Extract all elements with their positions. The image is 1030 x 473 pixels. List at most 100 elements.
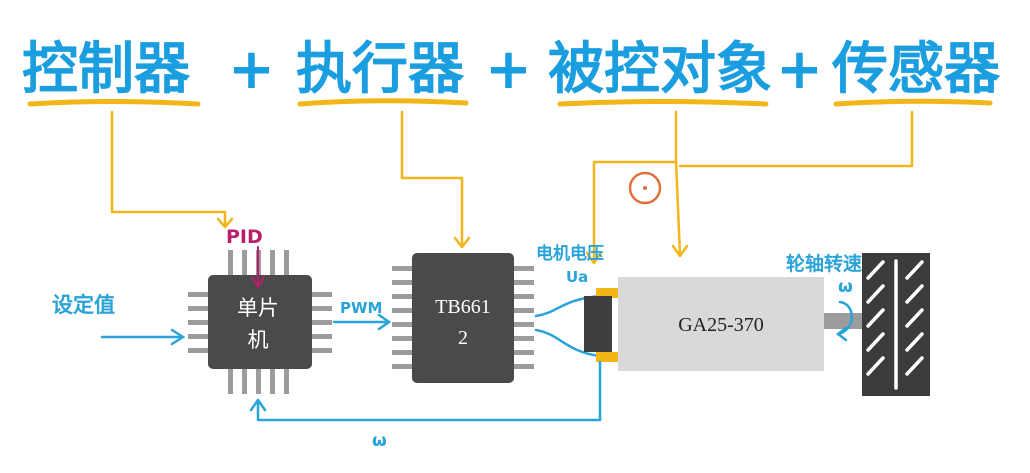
pid-arrow bbox=[251, 246, 265, 289]
omega-feedback-label: ω bbox=[372, 431, 387, 451]
motor-shaft bbox=[824, 313, 862, 329]
driver-pin bbox=[392, 280, 416, 285]
omega-top-label: ω bbox=[838, 277, 853, 297]
wheel bbox=[862, 253, 930, 396]
driver-pin bbox=[392, 308, 416, 313]
wheel-tread bbox=[866, 259, 924, 390]
tread-line bbox=[905, 308, 924, 328]
cursor-indicator bbox=[628, 171, 662, 205]
voltage-symbol: Ua bbox=[566, 268, 588, 286]
driver-pin bbox=[392, 364, 416, 369]
title-plus-3: + bbox=[776, 37, 823, 102]
mcu-label-line2: 机 bbox=[248, 328, 269, 352]
mcu-pin bbox=[304, 292, 332, 297]
underline-plant bbox=[557, 99, 769, 107]
terminal-bottom bbox=[596, 352, 618, 362]
driver-pin bbox=[510, 266, 534, 271]
driver-pin bbox=[510, 280, 534, 285]
tread-line bbox=[866, 260, 885, 280]
mcu-pin bbox=[284, 364, 289, 394]
mcu-pin bbox=[188, 306, 216, 311]
pid-arrowhead bbox=[251, 276, 265, 289]
motor-voltage-label: 电机电压 bbox=[536, 243, 604, 264]
title-sensor: 传感器 bbox=[831, 37, 1001, 102]
driver-label-line1: TB661 bbox=[435, 296, 491, 318]
tread-line bbox=[866, 356, 885, 376]
pwm-label: PWM bbox=[340, 299, 382, 317]
feedback-line bbox=[256, 360, 602, 422]
tread-line bbox=[866, 332, 885, 352]
motor-wire-bottom bbox=[534, 328, 602, 358]
motor-rear-cap bbox=[584, 296, 612, 352]
rotation-arrow bbox=[835, 300, 853, 342]
driver-chip: TB661 2 bbox=[392, 253, 534, 383]
mcu-pin bbox=[242, 364, 247, 394]
driver-pin bbox=[510, 294, 534, 299]
mcu-pin bbox=[304, 334, 332, 339]
mcu-pin bbox=[270, 250, 275, 278]
mcu-pin bbox=[284, 250, 289, 278]
setpoint-arrowhead bbox=[170, 328, 186, 346]
motor-body bbox=[618, 277, 824, 371]
arrowhead-motor bbox=[671, 244, 689, 258]
cursor-dot bbox=[643, 186, 647, 190]
mcu-pin bbox=[228, 364, 233, 394]
pwm-arrow bbox=[332, 313, 392, 331]
mcu-pin bbox=[304, 320, 332, 325]
underline-sensor bbox=[833, 98, 993, 107]
title-actuator: 执行器 bbox=[296, 37, 465, 102]
feedback-arrowhead bbox=[249, 398, 267, 412]
setpoint-label: 设定值 bbox=[52, 293, 115, 317]
arrow-actuator-to-driver bbox=[400, 110, 464, 248]
driver-body bbox=[412, 253, 514, 383]
mcu-pin bbox=[304, 348, 332, 353]
arrowhead-mcu bbox=[216, 217, 234, 229]
wheel-speed-label: 轮轴转速 bbox=[786, 252, 862, 275]
underline-controller bbox=[27, 99, 201, 107]
mcu-pin bbox=[242, 250, 247, 278]
pwm-arrowhead bbox=[377, 313, 392, 331]
terminal-top bbox=[596, 288, 618, 298]
feedback-loop bbox=[249, 360, 602, 422]
cursor-ring bbox=[628, 171, 662, 205]
arrow-sensor-line bbox=[678, 110, 914, 168]
tread-line bbox=[905, 284, 924, 304]
mcu-pins bbox=[188, 250, 332, 394]
driver-pin bbox=[510, 308, 534, 313]
mcu-pin bbox=[256, 364, 261, 394]
driver-pin bbox=[510, 322, 534, 327]
rotation-arrowhead bbox=[835, 326, 848, 342]
driver-pin bbox=[510, 350, 534, 355]
mcu-pin bbox=[304, 306, 332, 311]
driver-pin bbox=[392, 336, 416, 341]
driver-label-line2: 2 bbox=[458, 327, 468, 349]
pid-label: PID bbox=[226, 226, 263, 248]
title-plus-1: + bbox=[228, 37, 275, 102]
title-controller: 控制器 bbox=[22, 37, 191, 102]
mcu-pin bbox=[228, 250, 233, 278]
tread-line bbox=[905, 356, 924, 376]
tread-line bbox=[905, 260, 924, 280]
underline-actuator bbox=[297, 98, 469, 107]
mcu-pin bbox=[188, 320, 216, 325]
motor-label: GA25-370 bbox=[678, 314, 764, 336]
tread-line bbox=[866, 284, 885, 304]
setpoint-arrow bbox=[100, 328, 186, 346]
driver-pins bbox=[392, 266, 534, 369]
concept-arrows bbox=[110, 110, 914, 265]
driver-pin bbox=[392, 322, 416, 327]
driver-pin bbox=[392, 294, 416, 299]
arrowhead-driver bbox=[453, 236, 471, 249]
arrowhead-voltage bbox=[585, 251, 603, 265]
driver-pin bbox=[392, 350, 416, 355]
title-plant: 被控对象 bbox=[548, 37, 772, 102]
arrow-plant-to-voltage bbox=[592, 160, 678, 264]
driver-pin bbox=[392, 266, 416, 271]
mcu-label-line1: 单片 bbox=[237, 296, 279, 320]
title-row: 控制器 + 执行器 + 被控对象 + 传感器 bbox=[22, 37, 1001, 102]
mcu-pin bbox=[188, 292, 216, 297]
mcu-chip: 单片 机 bbox=[188, 250, 332, 394]
mcu-body bbox=[208, 275, 312, 369]
motor-terminals bbox=[584, 288, 618, 362]
